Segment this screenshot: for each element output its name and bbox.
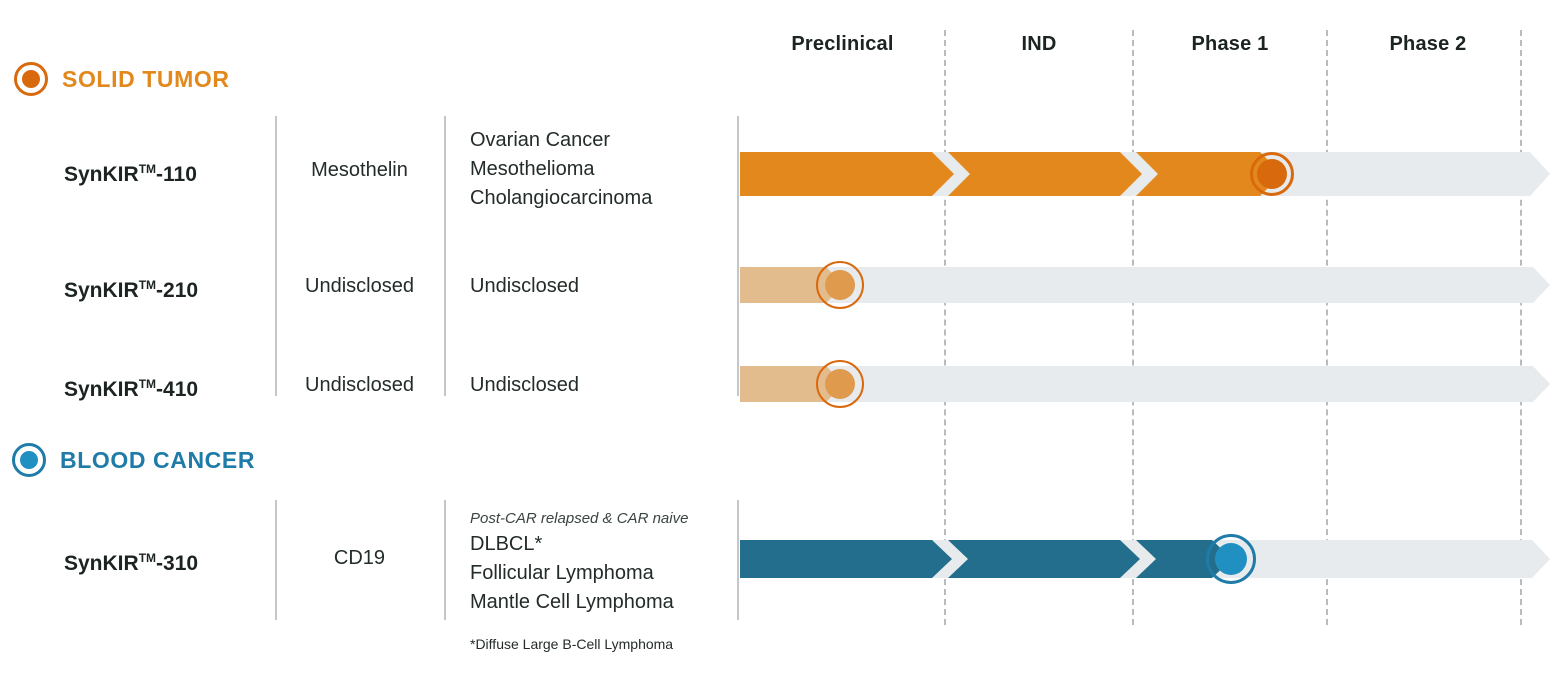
indication-item: Follicular Lymphoma bbox=[470, 562, 654, 584]
milestone-synkir-210 bbox=[816, 261, 864, 309]
program-base-name: SynKIR bbox=[64, 552, 139, 575]
target-synkir-210: Undisclosed bbox=[305, 275, 414, 297]
progress-track-synkir-110 bbox=[740, 152, 1550, 196]
progress-bar-synkir-110 bbox=[740, 152, 1550, 196]
indications-synkir-410: Undisclosed bbox=[470, 371, 579, 400]
phase-divider-3 bbox=[1326, 30, 1328, 625]
program-base-name: SynKIR bbox=[64, 163, 139, 186]
target-synkir-110: Mesothelin bbox=[311, 159, 408, 181]
column-separator-indication bbox=[444, 116, 446, 396]
footnote-dlbcl: *Diffuse Large B-Cell Lymphoma bbox=[470, 636, 674, 652]
indication-item: Undisclosed bbox=[470, 275, 579, 297]
program-suffix: -210 bbox=[156, 279, 199, 302]
column-separator-indication-blood bbox=[444, 500, 446, 620]
trademark-symbol: TM bbox=[138, 551, 157, 565]
program-suffix: -110 bbox=[156, 163, 197, 186]
target-synkir-310: CD19 bbox=[333, 547, 386, 569]
trademark-symbol: TM bbox=[138, 162, 157, 176]
indications-synkir-310: Post-CAR relapsed & CAR naive DLBCL* Fol… bbox=[470, 508, 688, 617]
phase-header-phase-2: Phase 2 bbox=[1389, 33, 1467, 55]
program-name-synkir-310: SynKIRTM-310 bbox=[64, 544, 198, 578]
milestone-synkir-110 bbox=[1250, 152, 1294, 196]
indications-synkir-210: Undisclosed bbox=[470, 272, 579, 301]
program-name-synkir-410: SynKIRTM-410 bbox=[64, 370, 198, 404]
column-separator-chart bbox=[737, 116, 739, 396]
indication-item: Undisclosed bbox=[470, 374, 579, 396]
indication-item: Mesothelioma bbox=[470, 158, 595, 180]
phase-header-ind: IND bbox=[1021, 33, 1057, 55]
milestone-synkir-410 bbox=[816, 360, 864, 408]
indications-synkir-110: Ovarian Cancer Mesothelioma Cholangiocar… bbox=[470, 126, 652, 213]
category-label-blood-cancer: BLOOD CANCER bbox=[60, 446, 256, 473]
indication-item: DLBCL* bbox=[470, 533, 543, 555]
program-suffix: -310 bbox=[156, 552, 199, 575]
phase-header-phase-1: Phase 1 bbox=[1191, 33, 1269, 55]
category-heading-blood-cancer: BLOOD CANCER bbox=[12, 443, 255, 477]
program-suffix: -410 bbox=[156, 378, 199, 401]
indication-sublabel: Post-CAR relapsed & CAR naive bbox=[470, 510, 689, 527]
phase-divider-1 bbox=[944, 30, 946, 625]
indication-item: Ovarian Cancer bbox=[470, 129, 611, 151]
phase-header-preclinical: Preclinical bbox=[791, 33, 894, 55]
program-base-name: SynKIR bbox=[64, 279, 139, 302]
phase-divider-2 bbox=[1132, 30, 1134, 625]
target-synkir-410: Undisclosed bbox=[305, 374, 414, 396]
progress-track-synkir-310 bbox=[740, 540, 1550, 578]
category-heading-solid-tumor: SOLID TUMOR bbox=[14, 62, 230, 96]
program-name-synkir-210: SynKIRTM-210 bbox=[64, 271, 198, 305]
blood-cancer-icon bbox=[12, 443, 46, 477]
column-separator-target bbox=[275, 116, 277, 396]
indication-item: Cholangiocarcinoma bbox=[470, 187, 653, 209]
program-name-synkir-110: SynKIRTM-110 bbox=[64, 155, 197, 189]
solid-tumor-icon bbox=[14, 62, 48, 96]
program-base-name: SynKIR bbox=[64, 378, 139, 401]
phase-divider-4 bbox=[1520, 30, 1522, 625]
milestone-synkir-310 bbox=[1206, 534, 1256, 584]
indication-item: Mantle Cell Lymphoma bbox=[470, 591, 674, 613]
trademark-symbol: TM bbox=[138, 377, 157, 391]
trademark-symbol: TM bbox=[138, 278, 157, 292]
column-separator-target-blood bbox=[275, 500, 277, 620]
progress-bar-synkir-310 bbox=[740, 540, 1550, 578]
category-label-solid-tumor: SOLID TUMOR bbox=[62, 65, 230, 92]
column-separator-chart-blood bbox=[737, 500, 739, 620]
